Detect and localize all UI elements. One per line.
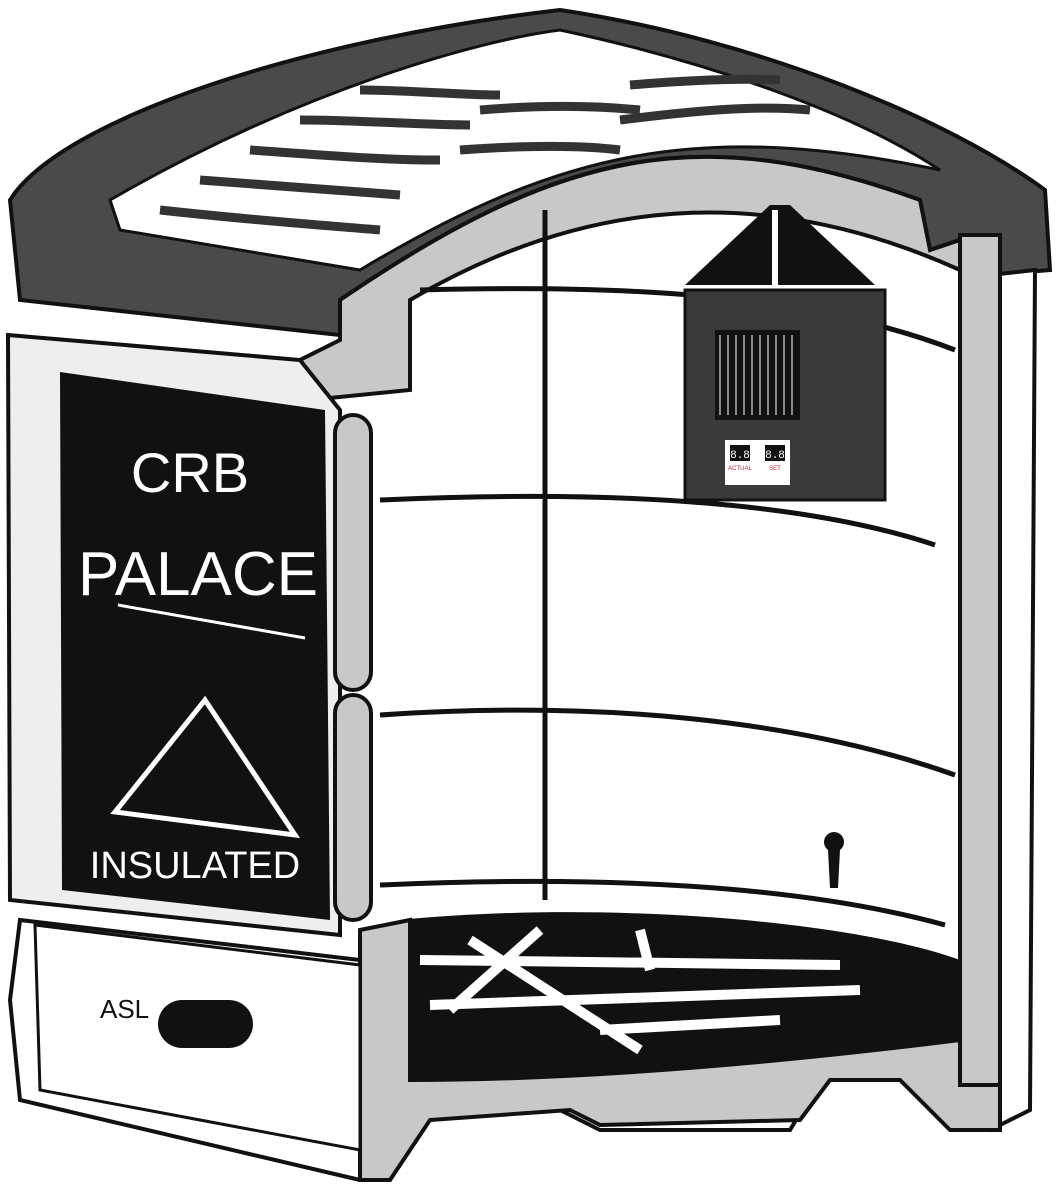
insulated-label: INSULATED [90,845,300,887]
sign-title-line2: PALACE [78,540,318,609]
base-vent-slot [158,1000,253,1048]
display-actual: 8.8 [730,450,750,462]
right-wall-cutaway [958,233,1002,1087]
heater: 8.8 8.8 ACTUAL SET [683,205,887,502]
insulated-triangle-icon [110,695,301,839]
roof [7,7,1053,338]
door-hinge-upper [333,413,373,692]
display-set: 8.8 [765,450,785,462]
door-hinge-lower [333,693,373,922]
floor-cutaway [358,917,1002,1182]
keyhole-icon [824,831,844,888]
base-label: ASL [100,994,149,1024]
label-set: SET [769,466,781,472]
sign-title-line1: CRB [131,441,249,504]
label-actual: ACTUAL [728,466,752,472]
